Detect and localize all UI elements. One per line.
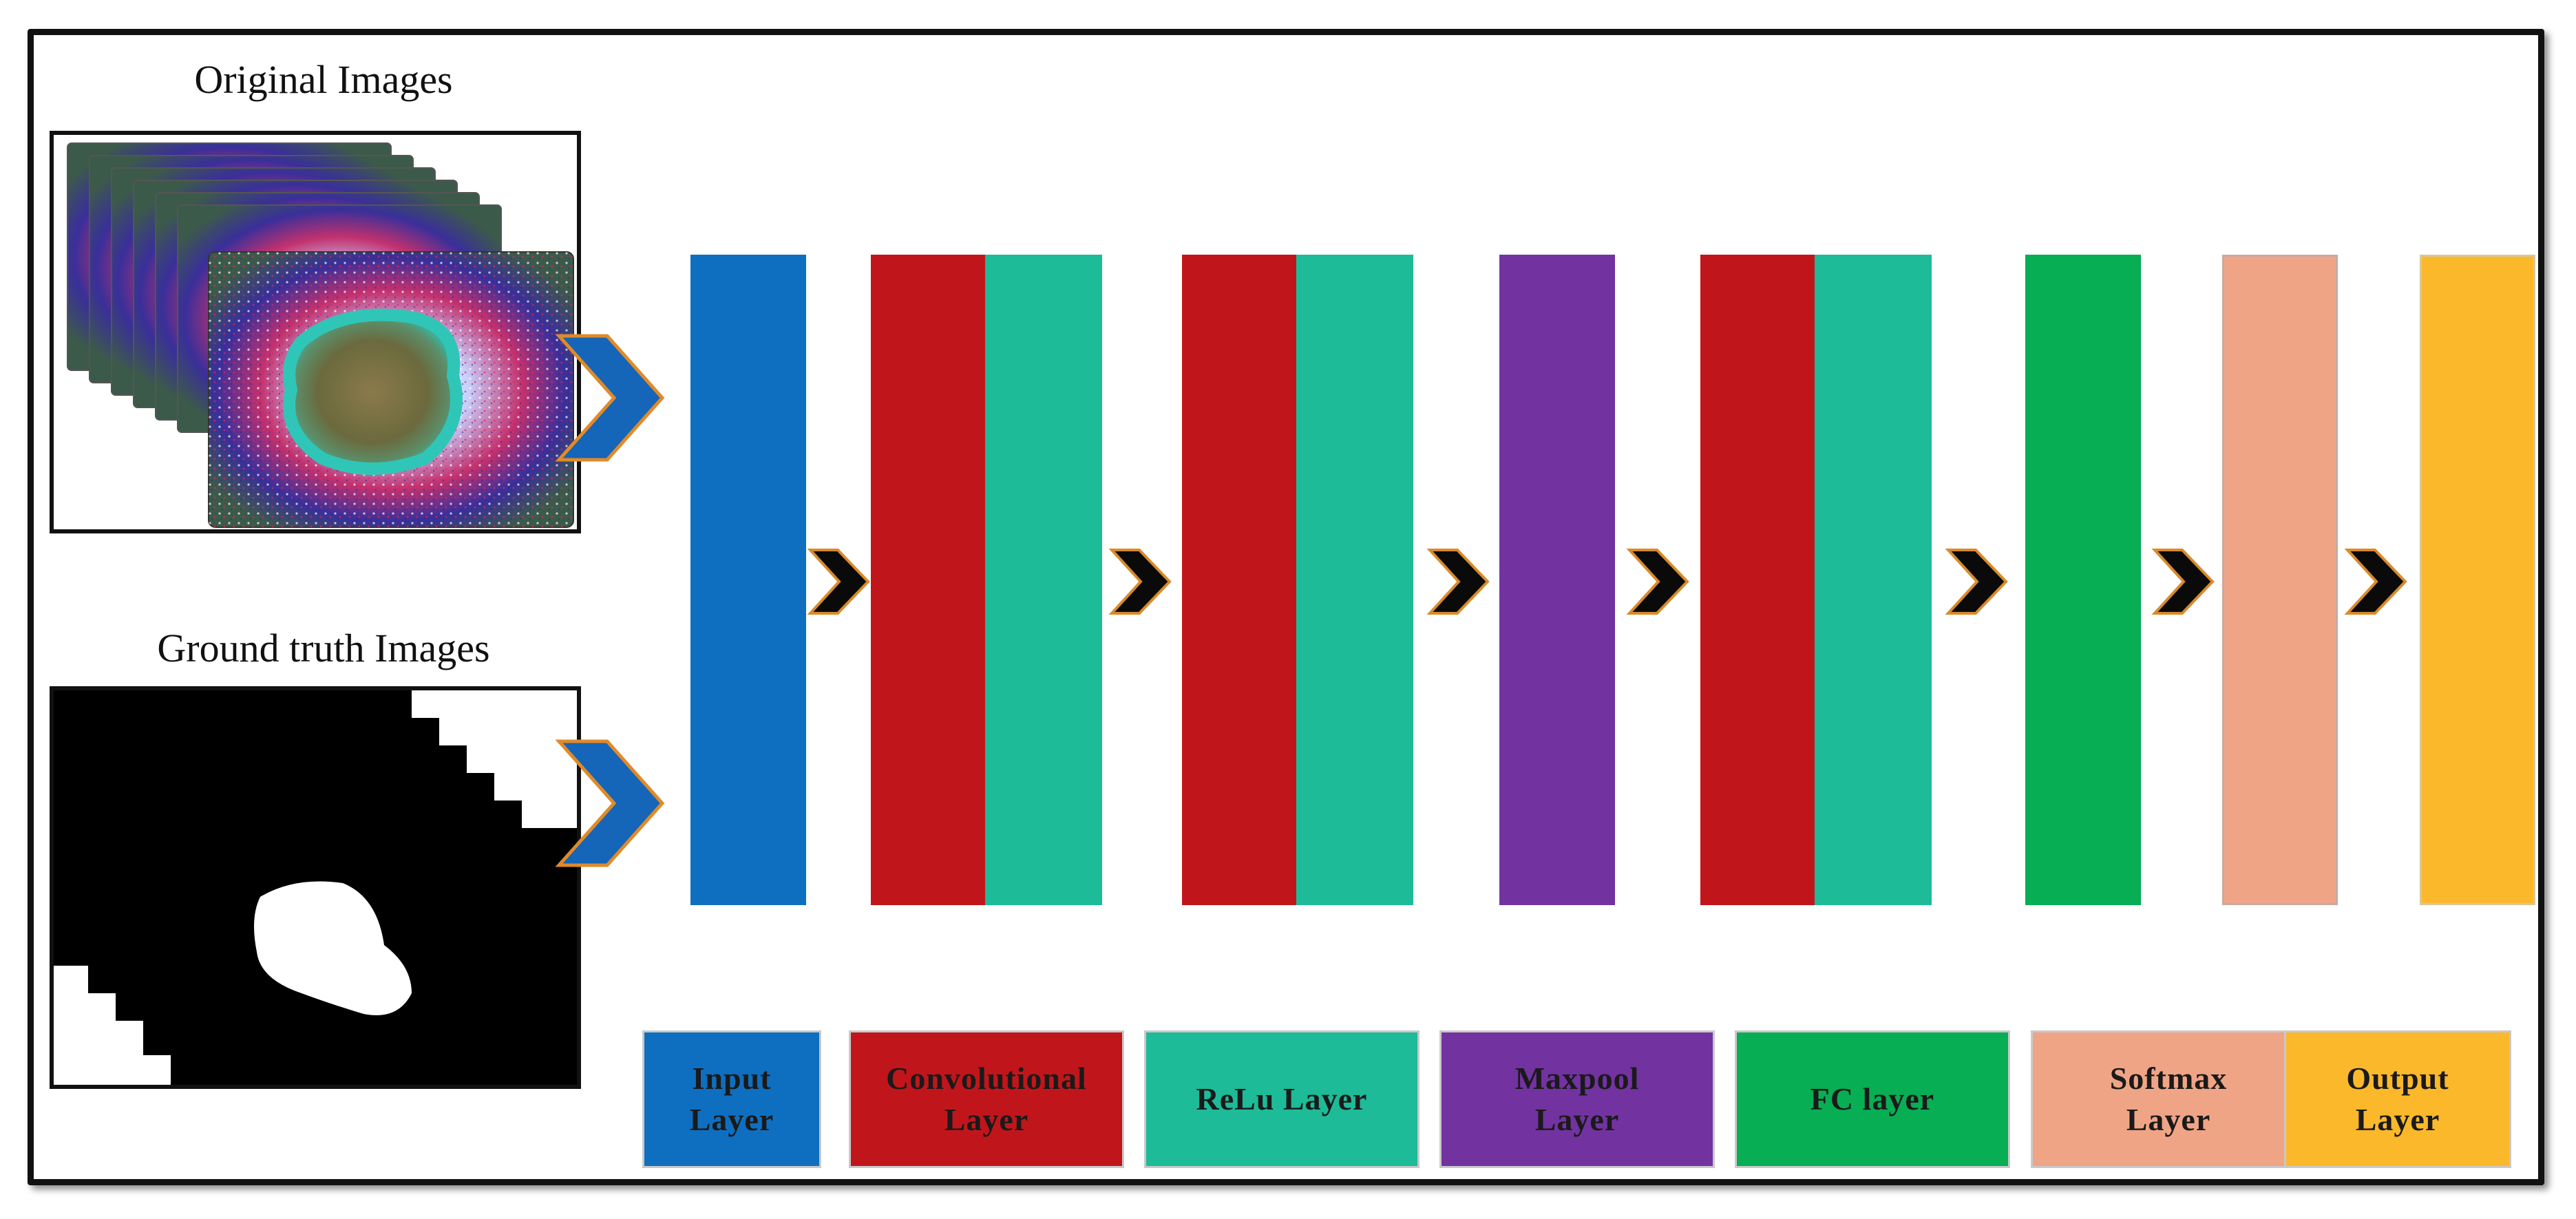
chevron-icon xyxy=(1108,549,1172,615)
block-fc-layer xyxy=(2025,255,2141,905)
chevron-icon xyxy=(1945,549,2008,615)
chevron-icon xyxy=(1426,549,1490,615)
block-relu-layer-1 xyxy=(985,255,1102,905)
chevron-icon xyxy=(2344,549,2407,615)
ground-truth-image xyxy=(50,686,581,1089)
block-maxpool-layer xyxy=(1499,255,1615,905)
legend-label: Convolutional Layer xyxy=(886,1061,1087,1137)
block-convolutional-layer-2 xyxy=(1182,255,1296,905)
legend-label: Softmax Layer xyxy=(2109,1061,2228,1137)
chevron-icon xyxy=(2151,549,2215,615)
input-arrow-original xyxy=(555,334,665,462)
legend-output-layer: Output Layer xyxy=(2284,1030,2511,1168)
block-relu-layer-3 xyxy=(1815,255,1932,905)
block-softmax-layer xyxy=(2222,255,2338,905)
legend-relu-layer: ReLu Layer xyxy=(1144,1030,1419,1168)
ground-truth-mask xyxy=(54,690,577,1085)
ground-truth-images-caption: Ground truth Images xyxy=(157,626,490,670)
chevron-icon xyxy=(1626,549,1689,615)
block-convolutional-layer-1 xyxy=(871,255,985,905)
original-images-stack xyxy=(50,131,581,533)
block-input-layer xyxy=(690,255,806,905)
block-output-layer xyxy=(2420,255,2535,905)
original-images-caption: Original Images xyxy=(194,57,453,102)
legend-label: Maxpool Layer xyxy=(1514,1061,1640,1137)
block-convolutional-layer-3 xyxy=(1700,255,1815,905)
legend-label: Output Layer xyxy=(2346,1061,2449,1137)
legend-label: ReLu Layer xyxy=(1196,1081,1368,1117)
legend-label: FC layer xyxy=(1810,1081,1935,1117)
legend-fc-layer: FC layer xyxy=(1735,1030,2010,1168)
block-relu-layer-2 xyxy=(1296,255,1413,905)
legend-input-layer: Input Layer xyxy=(642,1030,821,1168)
legend-maxpool-layer: Maxpool Layer xyxy=(1439,1030,1715,1168)
input-arrow-ground-truth xyxy=(555,739,665,867)
original-images-thumbnail xyxy=(67,142,574,528)
legend-label: Input Layer xyxy=(689,1061,774,1137)
legend-softmax-layer: Softmax Layer xyxy=(2031,1030,2306,1168)
legend-convolutional-layer: Convolutional Layer xyxy=(849,1030,1124,1168)
chevron-icon xyxy=(807,549,870,615)
